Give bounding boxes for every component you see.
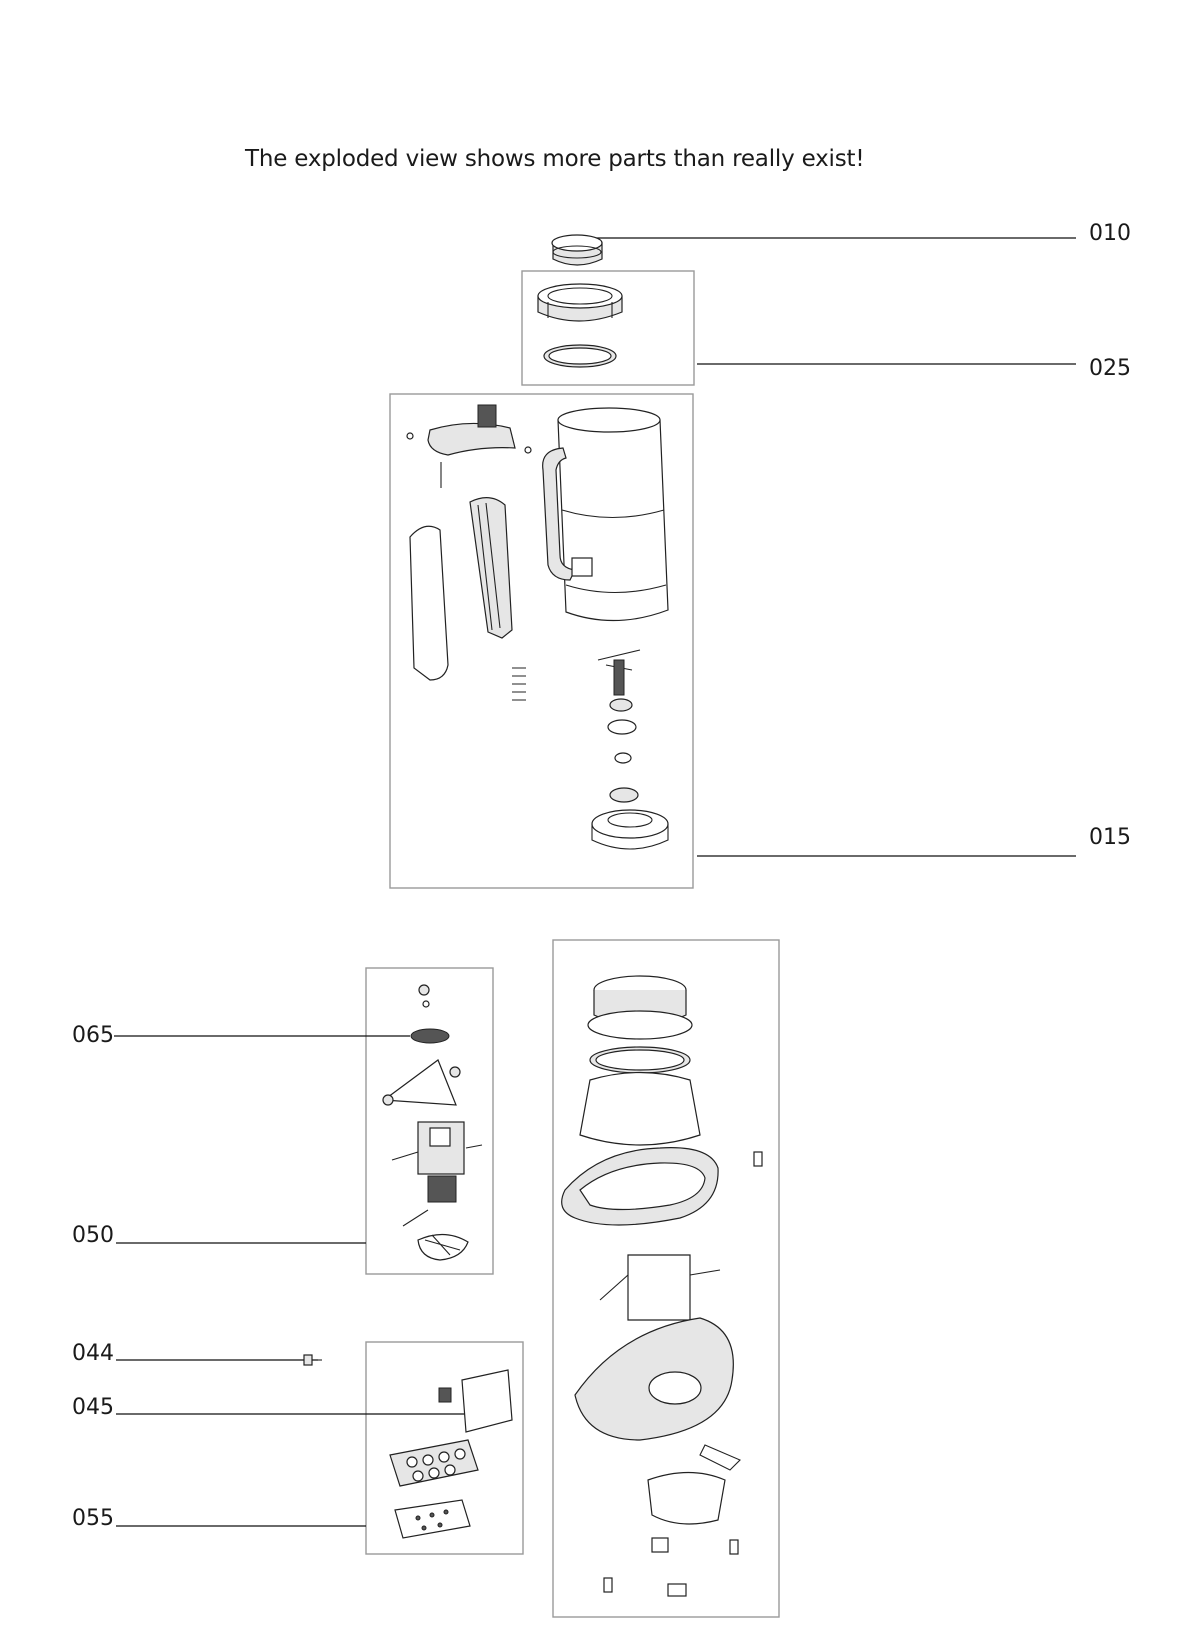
part-base-housing [561,975,763,1597]
part-label-050: 050 [72,1223,114,1248]
part-025-lid [537,283,623,368]
part-label-010: 010 [1089,221,1131,246]
frame-055 [365,1341,524,1555]
part-label-065: 065 [72,1023,114,1048]
part-label-044: 044 [72,1341,114,1366]
part-015-jug [542,407,669,622]
frame-025 [521,270,695,386]
part-label-025: 025 [1089,356,1131,381]
part-015-handle-assembly [406,404,532,701]
frame-050 [365,967,494,1275]
part-045-055-control [389,1369,513,1539]
part-010-cap [551,234,603,266]
part-label-045: 045 [72,1395,114,1420]
part-015-blade-coupling [591,649,669,850]
part-label-055: 055 [72,1506,114,1531]
frame-base [552,939,780,1618]
part-label-015: 015 [1089,825,1131,850]
part-050-motor [382,984,483,1261]
frame-015 [389,393,694,889]
diagram-note: The exploded view shows more parts than … [245,146,865,172]
part-044-screw [303,1354,322,1366]
